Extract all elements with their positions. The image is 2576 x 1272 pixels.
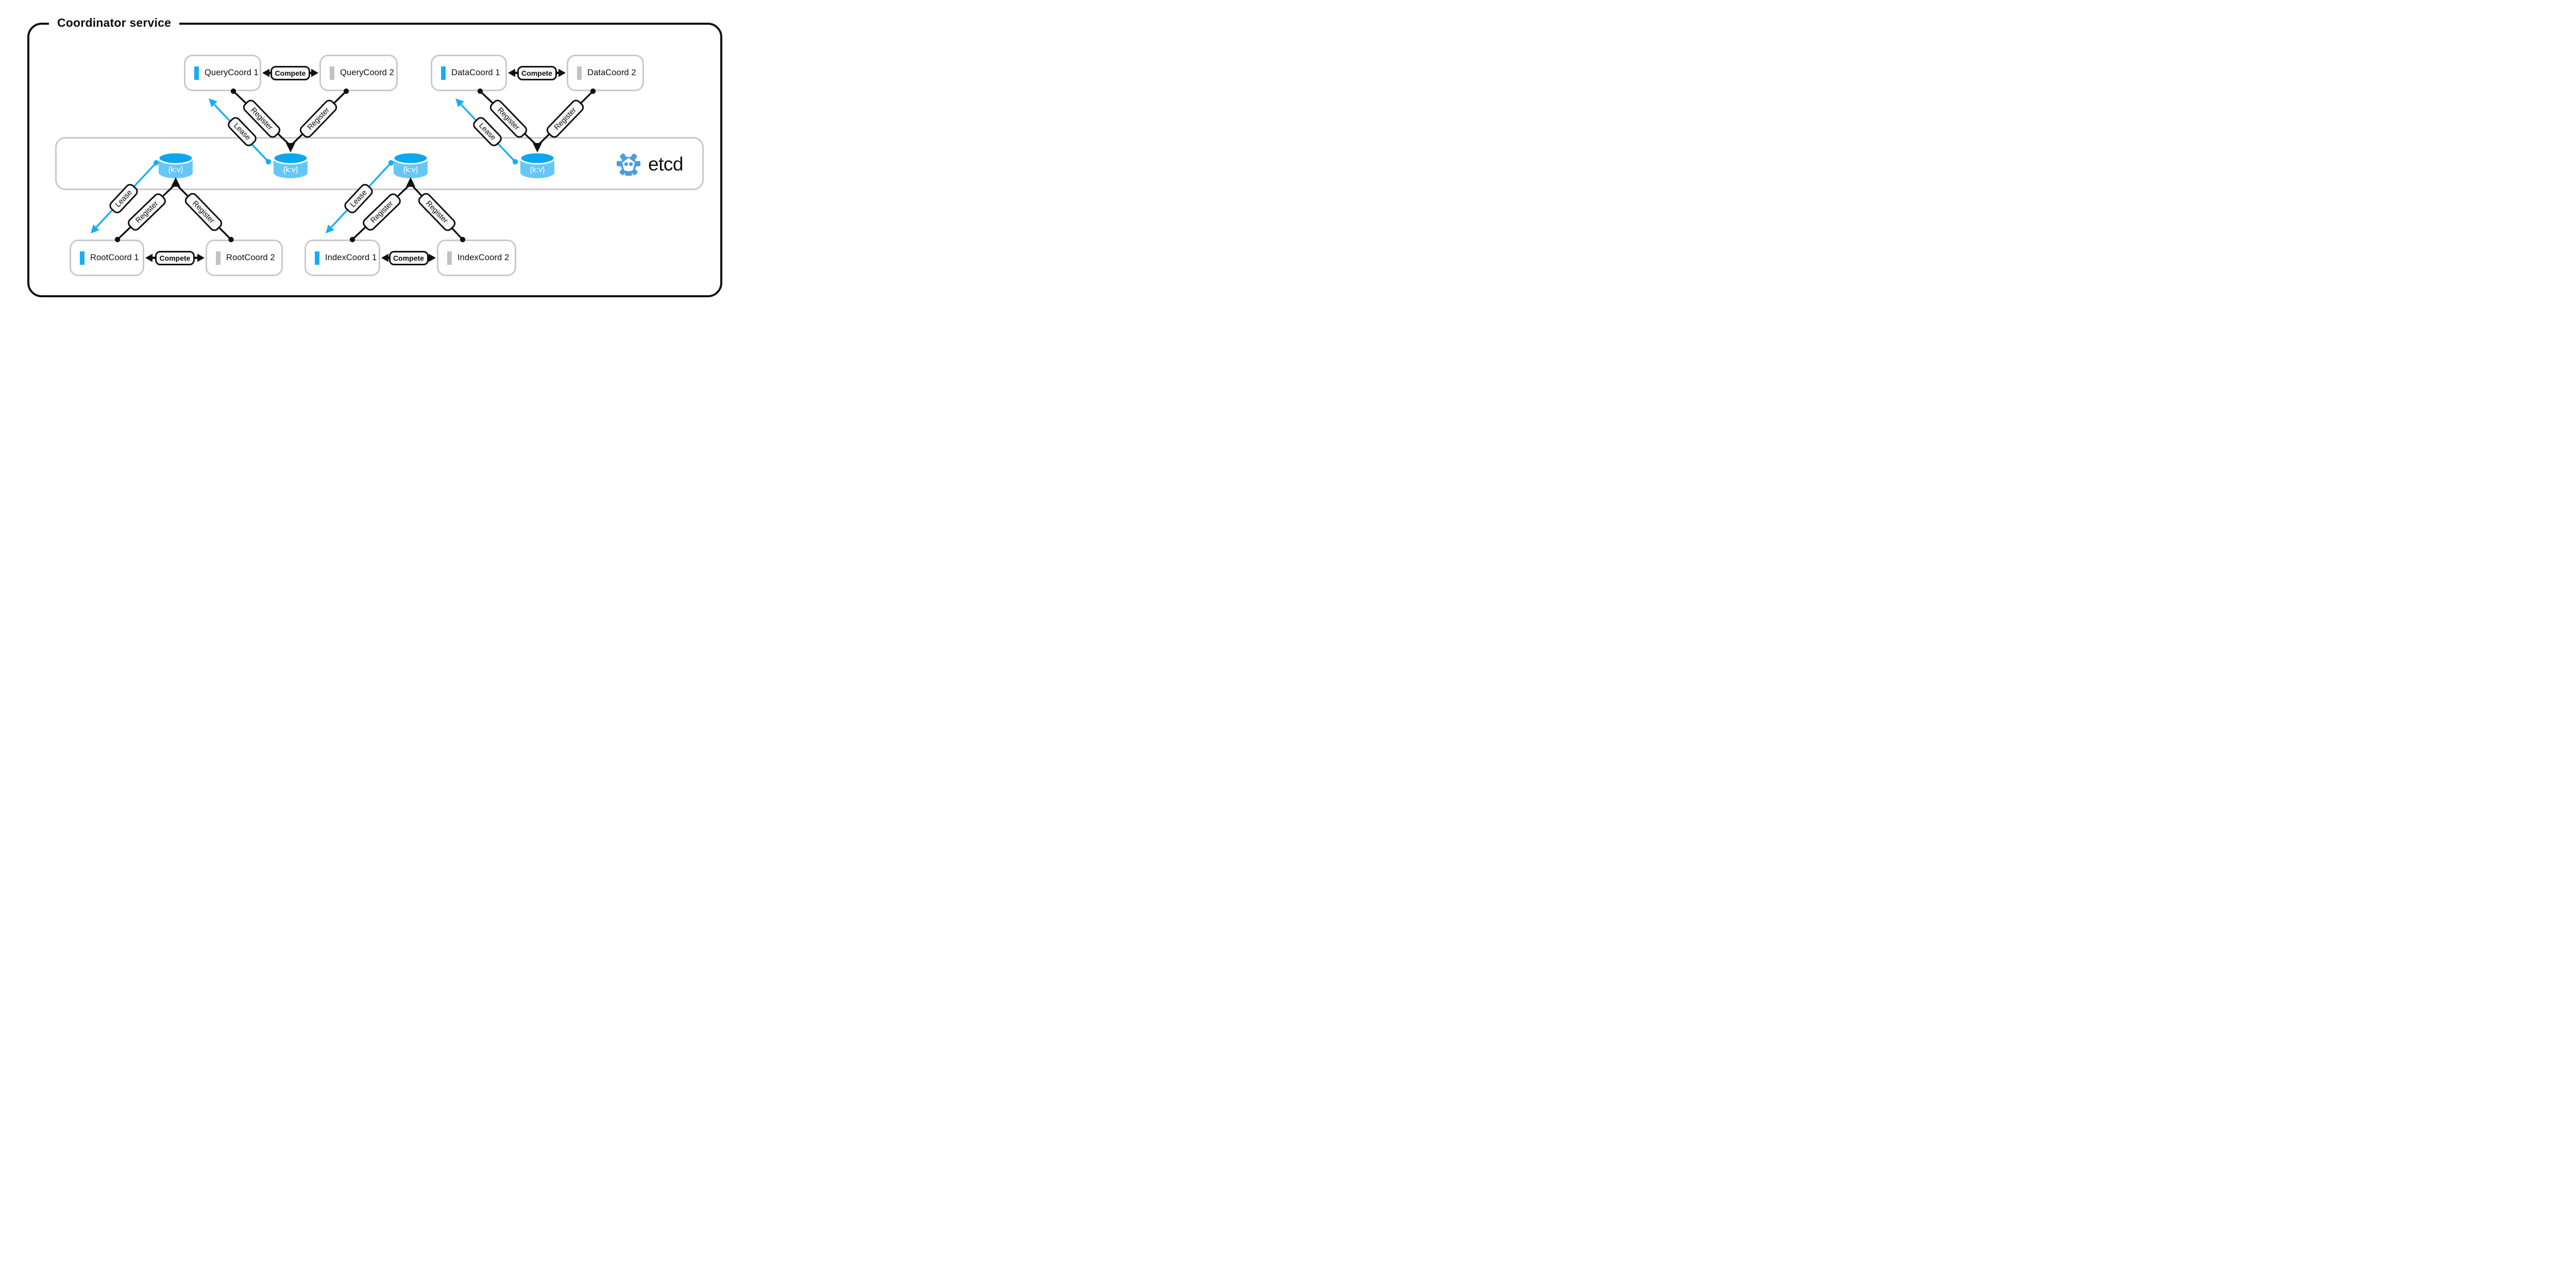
compete-label-datacoord: Compete (517, 65, 557, 80)
node-rootcoord-2: RootCoord 2 (206, 240, 283, 276)
kv-label: {k:v} (530, 165, 545, 174)
node-label: DataCoord 1 (451, 68, 500, 77)
node-label: RootCoord 1 (90, 253, 139, 262)
node-querycoord-2: QueryCoord 2 (319, 55, 398, 91)
node-querycoord-1: QueryCoord 1 (184, 55, 261, 91)
node-label: IndexCoord 2 (457, 253, 510, 262)
etcd-logo-icon (617, 154, 640, 176)
node-rootcoord-1: RootCoord 1 (70, 240, 144, 276)
kv-store-icon-indexcoord: {k:v} (393, 151, 429, 179)
compete-label-querycoord: Compete (270, 65, 310, 80)
standby-indicator-bar (447, 251, 452, 265)
standby-indicator-bar (216, 251, 221, 265)
compete-label-rootcoord: Compete (155, 250, 195, 265)
node-datacoord-2: DataCoord 2 (567, 55, 644, 91)
kv-store-icon-rootcoord: {k:v} (158, 151, 194, 179)
standby-indicator-bar (577, 66, 582, 80)
node-datacoord-1: DataCoord 1 (431, 55, 507, 91)
database-cylinder-icon: {k:v} (158, 151, 194, 178)
etcd-wordmark: etcd (648, 154, 683, 175)
standby-indicator-bar (330, 66, 334, 80)
node-indexcoord-2: IndexCoord 2 (437, 240, 516, 276)
node-label: RootCoord 2 (226, 253, 275, 262)
node-label: DataCoord 2 (587, 68, 636, 77)
active-indicator-bar (80, 251, 84, 265)
node-indexcoord-1: IndexCoord 1 (304, 240, 380, 276)
compete-label-indexcoord: Compete (388, 250, 429, 265)
active-indicator-bar (441, 66, 446, 80)
kv-label: {k:v} (168, 165, 183, 174)
coordinator-service-diagram: Coordinator service {k:v} {k:v} {k:v} {k… (0, 0, 753, 318)
database-cylinder-icon: {k:v} (519, 151, 555, 178)
kv-label: {k:v} (403, 165, 418, 174)
active-indicator-bar (194, 66, 199, 80)
group-title: Coordinator service (49, 16, 180, 30)
database-cylinder-icon: {k:v} (273, 151, 309, 178)
database-cylinder-icon: {k:v} (393, 151, 429, 178)
kv-label: {k:v} (283, 165, 298, 174)
etcd-band (55, 137, 704, 190)
kv-store-icon-querycoord: {k:v} (273, 151, 309, 179)
coordinator-service-group-border (27, 23, 722, 297)
node-label: QueryCoord 2 (340, 68, 394, 77)
active-indicator-bar (315, 251, 319, 265)
node-label: IndexCoord 1 (325, 253, 377, 262)
kv-store-icon-datacoord: {k:v} (519, 151, 555, 179)
node-label: QueryCoord 1 (205, 68, 259, 77)
